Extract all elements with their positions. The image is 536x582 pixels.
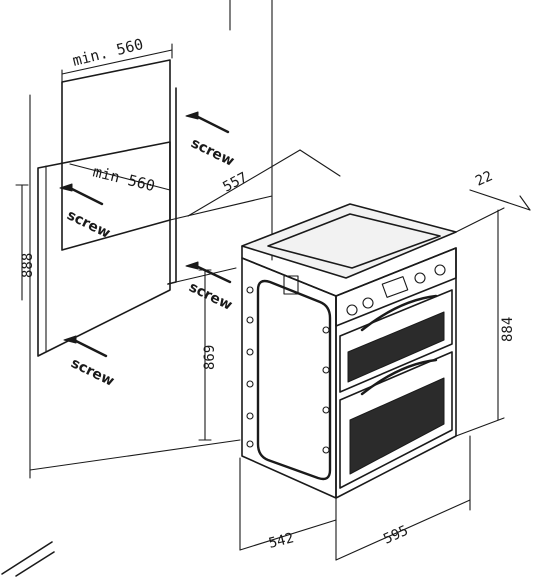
label-min-560-top: min. 560 (71, 35, 145, 70)
cabinet-niche (15, 0, 341, 479)
screw-arrows (59, 111, 232, 358)
label-screw-3: screw (186, 279, 234, 314)
label-screw-4: screw (68, 355, 116, 390)
label-557: 557 (220, 170, 250, 196)
label-884: 884 (500, 317, 516, 342)
label-595: 595 (381, 523, 411, 548)
double-oven (239, 189, 531, 561)
label-screw-1: screw (188, 135, 236, 170)
label-screw-2: screw (64, 207, 112, 242)
label-542: 542 (267, 530, 295, 552)
label-min-560-mid: min 560 (91, 162, 157, 195)
corner-mark (1, 541, 55, 577)
label-22: 22 (473, 168, 495, 189)
label-869: 869 (202, 345, 218, 370)
label-888: 888 (20, 253, 36, 278)
